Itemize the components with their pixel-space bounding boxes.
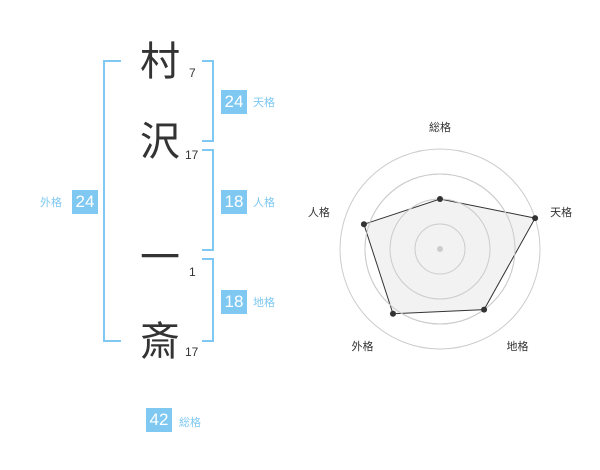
- radar-point-2: [532, 215, 539, 222]
- tenkaku-label: 天格: [253, 96, 275, 109]
- radar-axis-label-5: 人格: [308, 205, 330, 219]
- name-char-1: 村: [140, 39, 180, 85]
- chikaku-value: 18: [221, 290, 247, 314]
- jinkaku-bracket: [202, 149, 214, 251]
- radar-grid-ring: [339, 148, 541, 350]
- stroke-count-2: 17: [185, 148, 199, 162]
- jinkaku-label: 人格: [253, 196, 275, 209]
- radar-point-5: [360, 221, 367, 228]
- stroke-count-1: 7: [189, 66, 196, 80]
- jinkaku-value: 18: [221, 190, 247, 214]
- soukaku-label: 総格: [179, 416, 201, 429]
- radar-series-polygon: [363, 198, 536, 315]
- name-char-2: 沢: [140, 119, 180, 165]
- chikaku-label: 地格: [253, 296, 275, 309]
- radar-point-4: [389, 310, 396, 317]
- name-char-4: 斎: [140, 319, 180, 365]
- radar-center-point: [437, 246, 443, 252]
- stroke-count-4: 17: [185, 345, 199, 359]
- gaikaku-bracket: [103, 60, 121, 342]
- gaikaku-value: 24: [72, 190, 98, 214]
- stroke-count-3: 1: [189, 265, 196, 279]
- tenkaku-value: 24: [221, 90, 247, 114]
- soukaku-value: 42: [146, 408, 172, 432]
- gaikaku-label: 外格: [40, 196, 62, 209]
- radar-point-1: [437, 196, 443, 202]
- radar-grid-ring-inner: [414, 223, 466, 275]
- radar-axis-label-3: 地格: [507, 339, 529, 353]
- radar-axis-label-1: 総格: [429, 120, 451, 134]
- radar-grid-ring-inner: [364, 173, 516, 325]
- radar-point-3: [481, 306, 488, 313]
- radar-axis-label-2: 天格: [550, 205, 572, 219]
- radar-axis-label-4: 外格: [351, 339, 373, 353]
- name-char-3: 一: [140, 235, 180, 281]
- chikaku-bracket: [202, 258, 214, 342]
- tenkaku-bracket: [202, 60, 214, 142]
